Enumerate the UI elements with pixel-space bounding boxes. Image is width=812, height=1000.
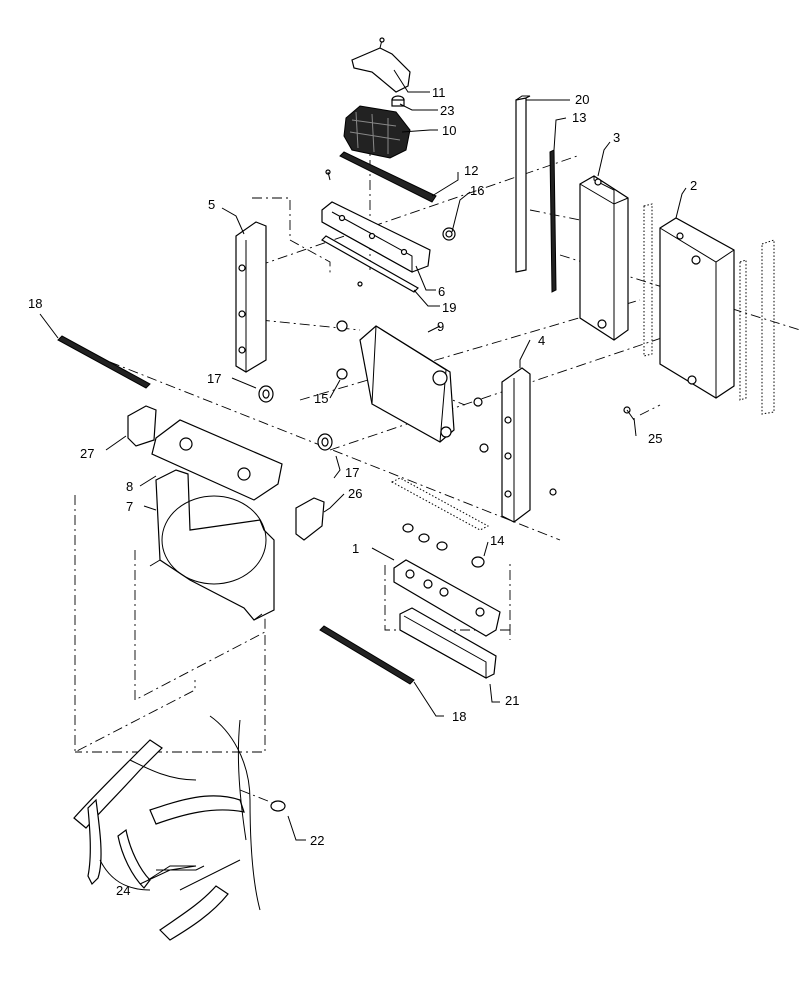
part-3-cooler	[579, 175, 629, 341]
part-11-bracket	[351, 37, 411, 93]
callout-10: 10	[442, 123, 456, 138]
callout-9: 9	[437, 319, 444, 334]
foam-strips	[390, 203, 775, 531]
part-4-side-plate	[501, 367, 531, 523]
callout-17b: 17	[345, 465, 359, 480]
callout-16: 16	[470, 183, 484, 198]
callout-24: 24	[116, 883, 130, 898]
callout-labels: 11 23 10 12 16 6 19 5 20 13 3 2 9 4 18 1…	[28, 85, 697, 898]
callout-21: 21	[505, 693, 519, 708]
callout-8: 8	[126, 479, 133, 494]
part-21-bar	[399, 607, 497, 679]
callout-4: 4	[538, 333, 545, 348]
callout-25: 25	[648, 431, 662, 446]
callout-20: 20	[575, 92, 589, 107]
callout-3: 3	[613, 130, 620, 145]
part-13-strip	[549, 149, 557, 293]
washers-17	[258, 385, 333, 451]
part-20-strip	[515, 95, 531, 273]
part-10-expansion-tank	[343, 105, 411, 159]
part-14-nuts	[402, 523, 485, 568]
callout-14: 14	[490, 533, 504, 548]
callout-18a: 18	[28, 296, 42, 311]
part-26-bracket	[295, 497, 325, 541]
callout-23: 23	[440, 103, 454, 118]
part-2-radiator	[659, 217, 735, 399]
part-18-strips	[57, 335, 415, 685]
callout-2: 2	[690, 178, 697, 193]
callout-19: 19	[442, 300, 456, 315]
callout-12: 12	[464, 163, 478, 178]
callout-1: 1	[352, 541, 359, 556]
callout-15: 15	[314, 391, 328, 406]
callout-6: 6	[438, 284, 445, 299]
callout-7: 7	[126, 499, 133, 514]
callout-13: 13	[572, 110, 586, 125]
part-7-fan-shroud	[149, 469, 275, 621]
part-12-strip	[339, 151, 437, 203]
part-1-bracket	[393, 559, 501, 637]
screws	[325, 169, 635, 496]
part-6-bracket	[321, 201, 431, 273]
part-27-bracket	[127, 405, 157, 447]
callout-22: 22	[310, 833, 324, 848]
part-9-cooler-core	[359, 325, 455, 443]
callout-18b: 18	[452, 709, 466, 724]
callout-17a: 17	[207, 371, 221, 386]
callout-27: 27	[80, 446, 94, 461]
grommets-15	[336, 320, 489, 453]
part-19-strip	[321, 235, 419, 293]
hose-assembly	[73, 715, 286, 941]
callout-11: 11	[432, 85, 446, 100]
part-16-grommet	[442, 227, 456, 241]
part-5-side-plate	[235, 221, 267, 373]
leader-lines	[39, 69, 687, 885]
callout-5: 5	[208, 197, 215, 212]
part-8-top-plate	[151, 419, 283, 501]
part-23-cap	[391, 95, 405, 107]
callout-26: 26	[348, 486, 362, 501]
